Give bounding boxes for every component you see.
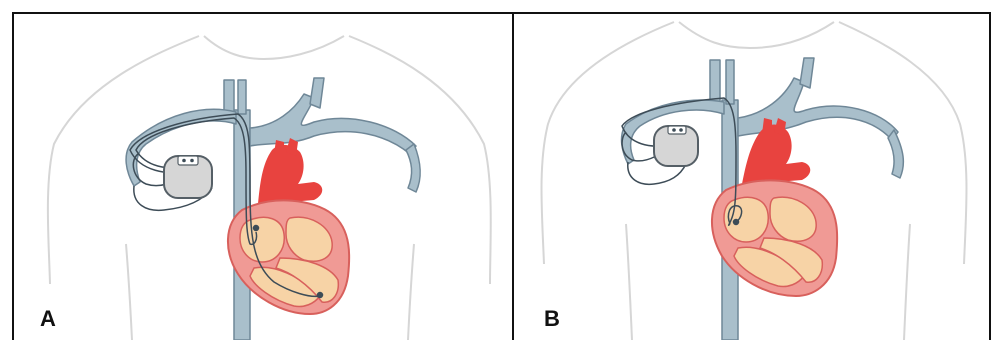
panel-label: B (544, 306, 560, 332)
pacemaker-generator-icon (654, 126, 698, 166)
panel-a: A (12, 12, 513, 340)
pacemaker-generator-icon (164, 156, 212, 198)
panel-a-illustration (14, 14, 513, 340)
panel-b: B (513, 12, 991, 340)
panel-b-illustration (514, 14, 991, 340)
panel-label: A (40, 306, 56, 332)
